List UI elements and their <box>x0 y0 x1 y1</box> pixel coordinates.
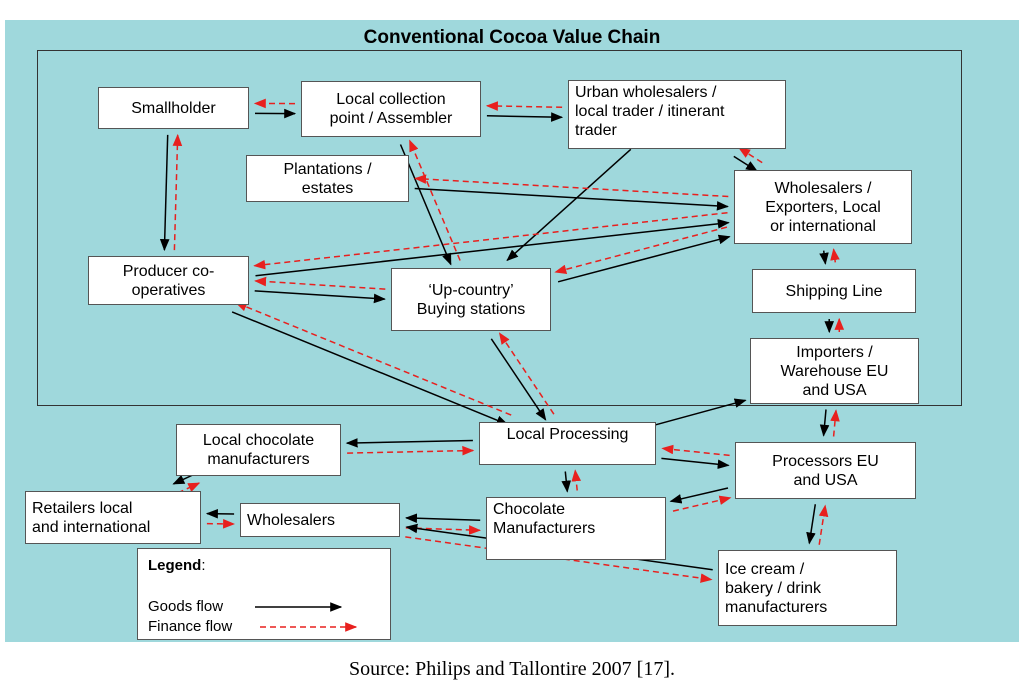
cocoa-value-chain-diagram: Conventional Cocoa Value Chain Smallhold… <box>5 20 1019 642</box>
node-wholesalers-exporters: Wholesalers / Exporters, Local or intern… <box>734 170 912 244</box>
goods-flow-importers-to-processors_eu <box>819 409 830 437</box>
node-urban-wholesalers: Urban wholesalers / local trader / itine… <box>568 80 786 149</box>
legend-goods-flow-label: Goods flow <box>148 598 224 615</box>
node-shipping-line: Shipping Line <box>752 269 916 313</box>
finance-flow-wholesalers_exporters-to-upcountry <box>554 226 728 275</box>
node-wholesalers: Wholesalers <box>240 503 400 537</box>
node-local-processing: Local Processing <box>479 422 656 465</box>
goods-flow-plantations-to-wholesalers_exporters <box>414 187 729 211</box>
goods-flow-upcountry-to-wholesalers_exporters <box>557 234 731 283</box>
goods-flow-wholesalers_exporters-to-shipping_line <box>819 250 829 265</box>
finance-flow-urban_wholesalers-to-local_collection <box>485 101 563 111</box>
node-chocolate-manufacturers: Chocolate Manufacturers <box>486 497 666 560</box>
finance-flow-upcountry-to-producer_coops <box>254 276 386 290</box>
finance-flow-local_chocolate-to-local_processing <box>347 445 475 456</box>
node-processors-eu-usa: Processors EU and USA <box>735 442 916 499</box>
producing-country-boundary <box>37 50 962 406</box>
node-importers-warehouse: Importers / Warehouse EU and USA <box>750 338 919 404</box>
goods-flow-producer_coops-to-local_processing <box>231 311 509 426</box>
goods-flow-local_collection-to-urban_wholesalers <box>486 112 564 122</box>
finance-flow-shipping_line-to-wholesalers_exporters <box>830 248 840 263</box>
finance-flow-chocolate_manufacturers-to-local_processing <box>571 469 582 491</box>
goods-flow-local_processing-to-chocolate_manufacturers <box>561 471 572 493</box>
node-plantations-estates: Plantations / estates <box>246 155 409 202</box>
legend-finance-flow-arrow-icon <box>260 622 358 632</box>
goods-flow-chocolate_manufacturers-to-wholesalers <box>405 513 481 524</box>
diagram-title: Conventional Cocoa Value Chain <box>363 27 661 48</box>
finance-flow-processors_eu-to-local_processing <box>661 444 730 457</box>
goods-flow-producer_coops-to-upcountry <box>254 290 386 304</box>
finance-flow-wholesalers_exporters-to-plantations <box>414 174 729 198</box>
finance-flow-local_processing-to-upcountry <box>498 332 555 415</box>
node-retailers: Retailers local and international <box>25 491 201 544</box>
goods-flow-upcountry-to-local_processing <box>490 338 547 421</box>
goods-flow-processors_eu-to-chocolate_manufacturers <box>669 487 729 504</box>
goods-flow-urban_wholesalers-to-upcountry <box>506 148 632 262</box>
goods-flow-processors_eu-to-ice_cream <box>806 504 817 545</box>
finance-flow-producer_coops-to-smallholder <box>172 133 183 251</box>
goods-flow-urban_wholesalers-to-wholesalers_exporters <box>733 155 758 172</box>
legend-goods-flow-arrow-icon <box>255 602 343 612</box>
finance-flow-wholesalers_exporters-to-producer_coops <box>253 211 728 270</box>
finance-flow-wholesalers_exporters-to-urban_wholesalers <box>738 147 763 164</box>
legend-title: Legend: <box>148 557 206 574</box>
node-ice-cream-bakery-drink: Ice cream / bakery / drink manufacturers <box>718 550 897 626</box>
goods-flow-producer_coops-to-wholesalers_exporters <box>255 219 730 277</box>
node-local-collection-point: Local collection point / Assembler <box>301 81 481 137</box>
node-local-chocolate-manufacturers: Local chocolate manufacturers <box>176 424 341 476</box>
finance-flow-chocolate_manufacturers-to-processors_eu <box>672 495 732 512</box>
finance-flow-processors_eu-to-importers <box>830 409 840 437</box>
source-caption: Source: Philips and Tallontire 2007 [17]… <box>349 658 675 680</box>
finance-flow-upcountry-to-local_collection <box>409 139 461 261</box>
legend: Legend: Goods flow Finance flow <box>137 548 391 640</box>
goods-flow-smallholder-to-producer_coops <box>159 134 170 252</box>
node-upcountry-buying-stations: ‘Up-country’ Buying stations <box>391 268 551 331</box>
goods-flow-local_processing-to-processors_eu <box>661 457 730 470</box>
node-smallholder: Smallholder <box>98 87 249 129</box>
goods-flow-local_processing-to-local_chocolate <box>345 438 473 448</box>
finance-flow-ice_cream-to-processors_eu <box>818 504 829 545</box>
goods-flow-local_processing-to-importers <box>653 398 747 427</box>
node-producer-cooperatives: Producer co- operatives <box>88 256 249 305</box>
legend-finance-flow-label: Finance flow <box>148 618 233 635</box>
